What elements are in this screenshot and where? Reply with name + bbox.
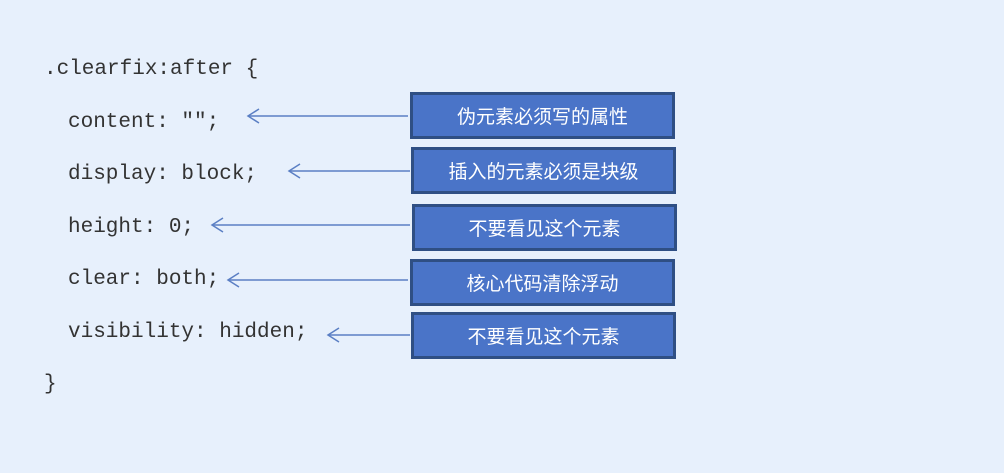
css-selector-line: .clearfix:after {: [44, 58, 259, 81]
css-property-visibility: visibility: hidden;: [68, 321, 308, 344]
annotation-box-display: 插入的元素必须是块级: [411, 147, 676, 194]
arrow-visibility: [326, 327, 410, 343]
css-property-clear: clear: both;: [68, 268, 220, 291]
css-closing-brace: }: [44, 373, 57, 396]
css-property-content: content: "";: [68, 111, 220, 134]
arrow-display: [287, 163, 410, 179]
annotation-box-visibility: 不要看见这个元素: [411, 312, 676, 359]
annotation-box-height: 不要看见这个元素: [412, 204, 677, 251]
arrow-height: [210, 217, 410, 233]
annotation-box-content: 伪元素必须写的属性: [410, 92, 675, 139]
css-property-display: display: block;: [68, 163, 258, 186]
annotation-box-clear: 核心代码清除浮动: [410, 259, 675, 306]
css-property-height: height: 0;: [68, 216, 195, 239]
arrow-content: [246, 108, 408, 124]
arrow-clear: [226, 272, 408, 288]
